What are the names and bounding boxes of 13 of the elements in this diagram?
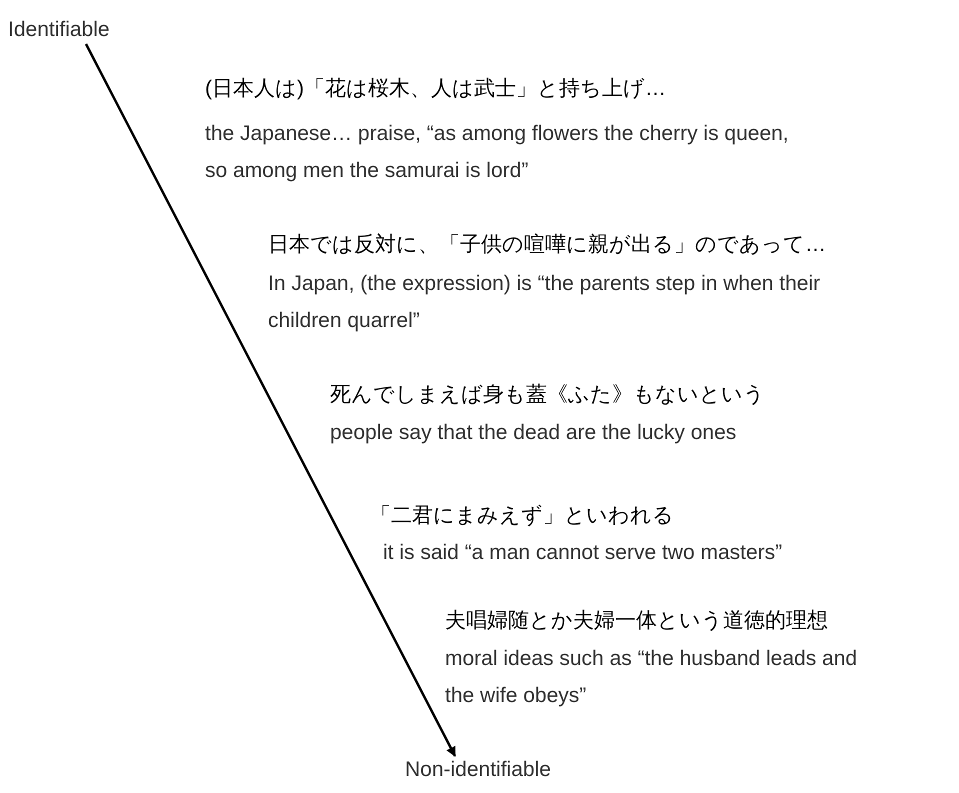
scale-end-label: Non-identifiable [405, 758, 551, 782]
english-translation: the Japanese… praise, “as among flowers the cherry is queen, so among men the samurai is lord” [205, 121, 790, 184]
japanese-quote: 日本では反対に、「子供の喧嘩に親が出る」のであって… [268, 232, 826, 258]
english-translation: it is said “a man cannot serve two masters” [383, 540, 782, 566]
english-translation: moral ideas such as “the husband leads and the wife obeys” [445, 646, 858, 709]
english-translation: people say that the dead are the lucky ones [330, 420, 736, 446]
english-translation: In Japan, (the expression) is “the parents step in when their children quarrel” [268, 271, 822, 334]
japanese-quote: (日本人は)「花は桜木、人は武士」と持ち上げ… [205, 76, 666, 102]
japanese-quote: 「二君にまみえず」といわれる [370, 503, 674, 529]
arrow [84, 43, 456, 757]
japanese-quote: 死んでしまえば身も蓋《ふた》もないという [330, 382, 765, 408]
japanese-quote: 夫唱婦随とか夫婦一体という道徳的理想 [445, 608, 828, 634]
scale-end-label: Identifiable [8, 18, 110, 42]
